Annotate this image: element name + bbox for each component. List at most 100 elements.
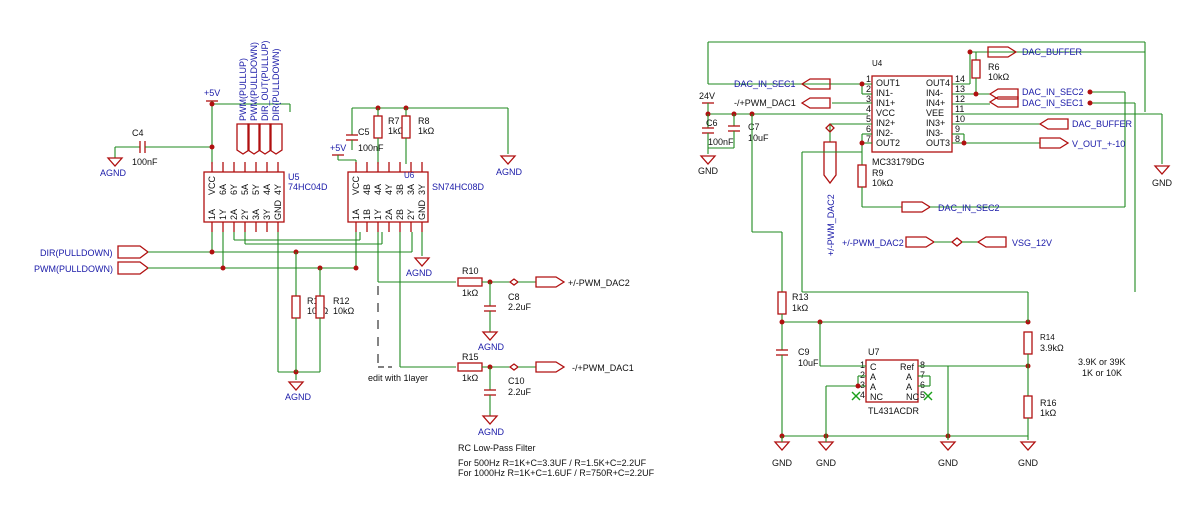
u5-pin-vcc: VCC: [207, 175, 217, 195]
u4-num-11: 11: [955, 104, 964, 114]
p5v-label-2: +5V: [330, 143, 346, 153]
u5-pin-2y: 2Y: [240, 209, 250, 220]
ic-u5-74hc04d[interactable]: VCC 6A 6Y 5A 5Y 4A 4Y 1A 1Y 2A 2Y 3A 3Y …: [203, 162, 328, 232]
resistor-r13[interactable]: R13 1kΩ: [777, 291, 1031, 350]
u4-part: MC33179DG: [872, 157, 925, 167]
resistor-r12[interactable]: R12 10kΩ: [315, 268, 355, 372]
r7-ref: R7: [388, 116, 400, 126]
ic-u4-mc33179dg[interactable]: U4 MC33179DG OUT1 IN1- IN1+ VCC IN2+ IN2…: [866, 59, 965, 167]
u7-num-6: 6: [920, 380, 925, 390]
r9-ref: R9: [872, 168, 884, 178]
c9-ref: C9: [798, 347, 810, 357]
c10-value: 2.2uF: [508, 387, 532, 397]
u5-pin-3a: 3A: [251, 209, 261, 220]
u4-pin-in3p: IN3+: [926, 118, 945, 128]
u4-pin-out3: OUT3: [926, 138, 950, 148]
filter-500: For 500Hz R=1K+C=3.3UF / R=1.5K+C=2.2UF: [458, 458, 647, 468]
u5-pin-6y: 6Y: [229, 184, 239, 195]
u4-num-7: 7: [866, 134, 871, 144]
r16-ref: R16: [1040, 398, 1057, 408]
r13-ref: R13: [792, 292, 809, 302]
r10-value: 1kΩ: [462, 288, 479, 298]
u4-pin-in2n: IN2-: [876, 128, 893, 138]
pwm-dac2-vertical: +/-PWM_DAC2: [823, 141, 837, 256]
u7-num-4: 4: [860, 390, 865, 400]
agnd-label-2: AGND: [285, 392, 312, 402]
resistor-r14[interactable]: R14 3.9kΩ: [1023, 331, 1064, 396]
u4-ref: U4: [872, 59, 883, 68]
u6-pin-2b: 2B: [395, 209, 405, 220]
r13-value: 1kΩ: [792, 303, 809, 313]
capacitor-c6[interactable]: GND C6 100nF: [698, 114, 734, 176]
pwm-dac1-out-label: -/+PWM_DAC1: [572, 363, 634, 373]
u6-pin-4y: 4Y: [384, 184, 394, 195]
u5-top-pins: [211, 162, 279, 172]
capacitor-c5[interactable]: C5 100nF: [346, 108, 384, 153]
r14-ref: R14: [1040, 333, 1055, 342]
u6-pin-2y: 2Y: [406, 209, 416, 220]
ic-u7-tl431acdr[interactable]: U7 TL431ACDR C A A NC Ref A A NC 1 2 3 4…: [819, 322, 1031, 440]
dac-in-sec2-label-r: DAC_IN_SEC2: [1022, 87, 1084, 97]
ic-u6-sn74hc08d[interactable]: VCC 4B 4A 4Y 3B 3A 3Y 1A 1B 1Y 2A 2B 2Y …: [347, 162, 485, 232]
u5-ref: U5: [288, 172, 300, 182]
u6-pin-4b: 4B: [362, 184, 372, 195]
alt-note-2: 1K or 10K: [1082, 368, 1122, 378]
resistor-r7[interactable]: R7 1kΩ: [373, 108, 405, 164]
u4-num-1: 1: [866, 74, 871, 84]
resistor-r9[interactable]: DAC_IN_SEC2 R9 10kΩ: [857, 164, 1125, 213]
u4-pin-in4n: IN4-: [926, 88, 943, 98]
edit-note-text: edit with 1layer: [368, 373, 428, 383]
u5-pin-3y: 3Y: [262, 209, 272, 220]
capacitor-c7[interactable]: C7 10uF: [728, 114, 769, 148]
u5-pin-2a: 2A: [229, 209, 239, 220]
capacitor-c9[interactable]: C9 10uF: [776, 347, 1028, 439]
gnd-label-1: GND: [772, 458, 793, 468]
c9-value: 10uF: [798, 358, 819, 368]
u4-num-14: 14: [955, 74, 965, 84]
u7-pin-c: C: [870, 362, 877, 372]
p24v-label: 24V: [699, 91, 715, 101]
agnd-label-3: AGND: [496, 167, 523, 177]
u6-pin-4a: 4A: [373, 184, 383, 195]
u4-num-12: 12: [955, 94, 965, 104]
r15-ref: R15: [462, 352, 479, 362]
r16-value: 1kΩ: [1040, 408, 1057, 418]
u5-pin-gnd: GND: [273, 200, 283, 221]
c5-value: 100nF: [358, 143, 384, 153]
input-net-labels: DIR(PULLDOWN) PWM(PULLDOWN): [34, 245, 412, 275]
r6-ref: R6: [988, 62, 1000, 72]
u7-pin-a2: A: [870, 382, 876, 392]
u6-pin-3y: 3Y: [417, 184, 427, 195]
u7-pin-a3: A: [906, 372, 912, 382]
r8-ref: R8: [418, 116, 430, 126]
pwm-dac1-in-label: -/+PWM_DAC1: [734, 98, 796, 108]
r12-ref: R12: [333, 296, 350, 306]
gnd-label-r: GND: [1152, 178, 1173, 188]
gnd-label-2: GND: [816, 458, 837, 468]
u7-num-5: 5: [920, 390, 925, 400]
u4-pin-out2: OUT2: [876, 138, 900, 148]
resistor-r16[interactable]: R16 1kΩ: [1023, 395, 1057, 440]
u6-pin-3a: 3A: [406, 184, 416, 195]
c10-ref: C10: [508, 376, 525, 386]
agnd-symbol-r11: AGND: [285, 381, 312, 402]
u4-pin-out1: OUT1: [876, 78, 900, 88]
r9-value: 10kΩ: [872, 178, 894, 188]
u5-pin-1a: 1A: [207, 209, 217, 220]
c7-ref: C7: [748, 122, 760, 132]
filter-notes: RC Low-Pass Filter For 500Hz R=1K+C=3.3U…: [458, 443, 655, 478]
resistor-r8[interactable]: R8 1kΩ: [401, 108, 435, 164]
u6-wiring: AGND: [353, 232, 456, 368]
capacitor-c4[interactable]: C4 100nF: [115, 128, 212, 167]
u7-num-7: 7: [920, 370, 925, 380]
filter-title: RC Low-Pass Filter: [458, 443, 536, 453]
u7-ref: U7: [868, 347, 880, 357]
dac-buffer-label-top: DAC_BUFFER: [1022, 47, 1083, 57]
u7-pin-ref: Ref: [900, 362, 915, 372]
gnd-label-c6: GND: [698, 166, 719, 176]
c4-ref: C4: [132, 128, 144, 138]
u4-pin-in2p: IN2+: [876, 118, 895, 128]
u4-pin-vee: VEE: [926, 108, 944, 118]
u5-pin-5y: 5Y: [251, 184, 261, 195]
u7-num-3: 3: [860, 380, 865, 390]
